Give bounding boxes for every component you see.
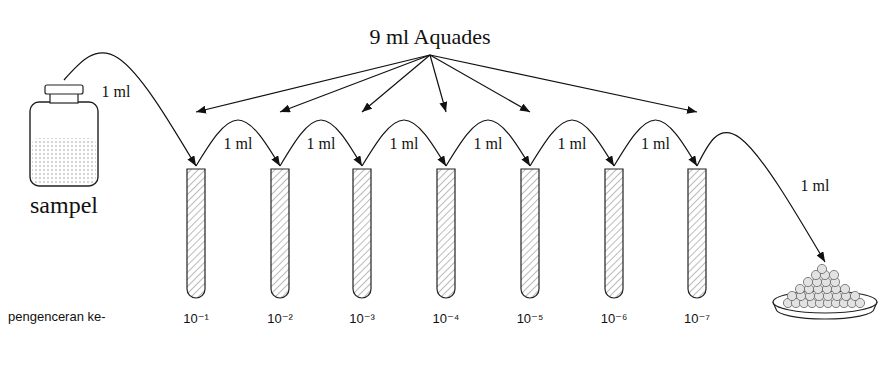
volume-label: 1 ml — [223, 135, 254, 153]
water-arrow — [196, 55, 430, 112]
colony-dot — [829, 270, 838, 279]
water-arrow — [430, 55, 446, 112]
dish-figure — [770, 262, 880, 320]
tube-figure — [185, 168, 207, 302]
tube-figure — [686, 168, 708, 302]
volume-label: 1 ml — [640, 135, 671, 153]
sample-label: sampel — [19, 192, 109, 219]
bottle-figure — [22, 80, 106, 188]
water-arrow — [362, 55, 430, 112]
transfer-arrow — [697, 133, 825, 262]
test-tube: 10⁻³ — [340, 112, 384, 334]
dish-base — [773, 291, 877, 313]
tube-figure — [269, 168, 291, 302]
volume-label: 1 ml — [389, 135, 420, 153]
petri-dish — [770, 262, 880, 320]
transfer-arrow — [362, 120, 446, 166]
bottle-cap — [45, 85, 83, 94]
tube-outline — [605, 169, 623, 298]
water-arrow — [280, 55, 430, 112]
colony-dot — [817, 264, 826, 273]
dilution-label: 10⁻⁵ — [517, 311, 544, 326]
tube-figure — [435, 168, 457, 302]
test-tube: 10⁻⁷ — [675, 112, 719, 334]
dilution-label: 10⁻² — [267, 311, 293, 326]
dilution-label: 10⁻⁴ — [433, 311, 460, 326]
sample-powder — [32, 138, 96, 184]
transfer-arrow — [196, 120, 280, 166]
colony-dot — [787, 291, 796, 300]
tube-figure — [603, 168, 625, 302]
tube-figure — [351, 168, 373, 302]
reagent-node: 9 ml Aquades — [366, 24, 495, 50]
volume-label: 1 ml — [101, 83, 132, 101]
volume-label: 1 ml — [473, 135, 504, 153]
sample-bottle: sampel — [19, 80, 109, 230]
transfer-arrow — [280, 120, 362, 166]
test-tube: 10⁻⁵ — [508, 112, 552, 334]
test-tube: 10⁻⁶ — [592, 112, 636, 334]
tube-outline — [688, 169, 706, 298]
transfer-arrow — [530, 120, 614, 166]
colony-dot — [795, 284, 804, 293]
transfer-arrow — [446, 120, 530, 166]
test-tube: 10⁻² — [258, 112, 302, 334]
colony-dot — [840, 284, 849, 293]
tube-outline — [521, 169, 539, 298]
volume-label: 1 ml — [800, 177, 831, 195]
volume-label: 1 ml — [306, 135, 337, 153]
dilution-label: 10⁻⁶ — [601, 311, 628, 326]
tube-outline — [437, 169, 455, 298]
dilution-label: 10⁻³ — [349, 311, 375, 326]
tube-figure — [519, 168, 541, 302]
dilution-label: 10⁻¹ — [183, 311, 209, 326]
reagent-label: 9 ml Aquades — [366, 24, 495, 50]
colony-dot — [803, 277, 812, 286]
transfer-arrow — [614, 120, 697, 166]
bottle-body — [30, 102, 98, 186]
tube-outline — [187, 169, 205, 298]
tube-outline — [353, 169, 371, 298]
axis-caption: pengenceran ke- — [8, 309, 106, 324]
water-arrow — [430, 55, 530, 112]
dilution-label: 10⁻⁷ — [684, 311, 710, 326]
volume-label: 1 ml — [557, 135, 588, 153]
colony-dot — [850, 291, 859, 300]
water-arrow — [430, 55, 697, 112]
tube-outline — [271, 169, 289, 298]
test-tube: 10⁻¹ — [174, 112, 218, 334]
test-tube: 10⁻⁴ — [424, 112, 468, 334]
